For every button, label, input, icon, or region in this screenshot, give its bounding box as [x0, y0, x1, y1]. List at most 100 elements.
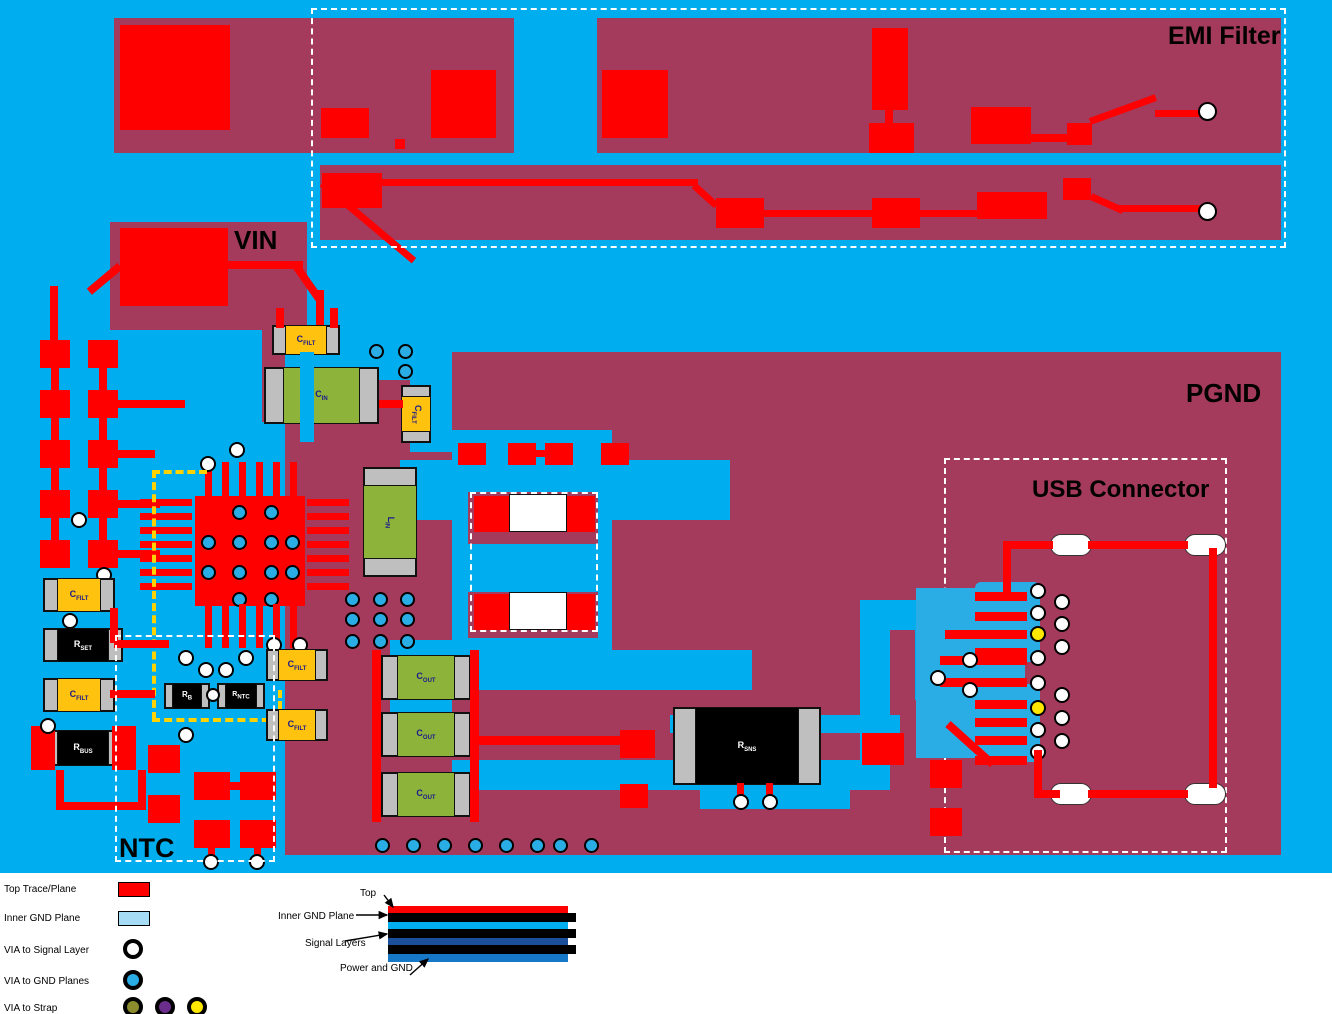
via-gnd-tp-10	[285, 565, 300, 580]
trace-usb-topleft-h	[1003, 541, 1053, 549]
trace-rsns-in	[478, 736, 628, 745]
component-terminal-right	[326, 326, 339, 354]
via-gnd-bottom-7	[553, 838, 568, 853]
stackup-layer-power-gnd	[388, 954, 568, 962]
ic-pin-b6	[290, 604, 297, 648]
stackup-layer-diel-2	[388, 929, 576, 938]
component-terminal-right	[256, 684, 264, 708]
via-signal-rbus	[40, 718, 56, 734]
usb-finger-8	[975, 718, 1027, 727]
via-gnd-grid-1	[345, 592, 360, 607]
usb-finger-5	[940, 656, 1027, 665]
component-terminal-right	[315, 710, 327, 740]
analog-boundary-right	[278, 690, 282, 720]
component-cfilt-5: CFILT	[266, 649, 328, 681]
stackup-layer-top	[388, 906, 568, 913]
region-label-usb-connector: USB Connector	[1032, 476, 1210, 503]
trace-cfilt1-l	[276, 308, 284, 328]
component-cfilt-4: CFILT	[43, 678, 115, 712]
usb-finger-4	[975, 648, 1027, 657]
component-lin: LIN	[363, 467, 417, 577]
pad-ntc-a	[148, 745, 180, 773]
via-gnd-tp-8	[232, 565, 247, 580]
trace-tp-out4	[115, 500, 160, 508]
via-signal-left-1	[71, 512, 87, 528]
pad-emi-j	[716, 198, 764, 228]
trace-usb-botleft-v	[1034, 750, 1042, 792]
component-terminal-right	[798, 708, 820, 784]
usb-mount-pad-tr	[1184, 534, 1226, 556]
pad-emi-d	[602, 70, 668, 138]
trace-left-vert-a	[110, 608, 118, 643]
component-terminal-left	[382, 713, 398, 756]
component-terminal-left	[382, 656, 398, 699]
component-terminal-bottom	[402, 431, 430, 442]
pad-emi-c	[321, 108, 369, 138]
usb-finger-7	[975, 700, 1027, 709]
trace-above-w	[534, 450, 548, 457]
via-gnd-grid-5	[373, 612, 388, 627]
via-gnd-above-1	[369, 344, 384, 359]
legend-label-via-signal: VIA to Signal Layer	[4, 945, 90, 956]
component-terminal-right	[454, 713, 470, 756]
pad-above-w2	[508, 443, 536, 465]
stackup-label-power-gnd: Power and GND	[340, 963, 413, 974]
via-gnd-tp-7	[201, 565, 216, 580]
region-label-vin: VIN	[234, 225, 278, 255]
region-outline-emi-filter	[311, 8, 1286, 248]
via-gnd-bottom-2	[406, 838, 421, 853]
ic-pin-t2	[222, 462, 229, 498]
usb-finger-9	[975, 736, 1027, 745]
pad-white-upper-l	[474, 496, 514, 532]
legend-via-gnd-icon	[123, 970, 143, 990]
via-signal-usb-left-2	[962, 682, 978, 698]
analog-boundary-top	[152, 470, 207, 474]
stackup-layer-diel-3	[388, 945, 576, 954]
via-signal-ntc-2	[249, 854, 265, 870]
ic-pin-l3	[140, 527, 192, 534]
ic-pin-r5	[307, 555, 349, 562]
via-gnd-grid-3	[400, 592, 415, 607]
legend-swatch-top-trace	[118, 882, 150, 897]
trace-usb-top	[1088, 541, 1188, 549]
trace-emi-2	[1030, 134, 1070, 142]
via-gnd-grid-6	[400, 612, 415, 627]
component-cout-2: COUT	[381, 712, 471, 757]
ic-pin-r4	[307, 541, 349, 548]
trace-tp-v1	[51, 365, 59, 545]
via-gnd-tp-4	[232, 535, 247, 550]
pad-emi-e	[872, 28, 908, 110]
component-terminal-right	[100, 579, 114, 611]
stackup-layer-signal	[388, 938, 568, 945]
trace-usb-right	[1209, 548, 1217, 788]
region-label-pgnd: PGND	[1186, 378, 1262, 408]
trace-emi-5	[919, 210, 979, 217]
pad-emi-dot	[395, 139, 405, 149]
via-gnd-bottom-8	[584, 838, 599, 853]
ic-pin-b2	[222, 604, 229, 648]
trace-cfilt4-out	[110, 690, 155, 698]
inner-under-cin	[300, 352, 314, 442]
trace-rset-out	[114, 640, 169, 648]
component-rb: RB	[164, 683, 210, 709]
ic-pin-r1	[307, 499, 349, 506]
via-signal-usb-r1	[1054, 594, 1070, 610]
pad-usb-left-b	[930, 808, 962, 836]
component-terminal-left	[44, 629, 58, 661]
stackup-layer-diel-1	[388, 913, 576, 922]
via-signal-usb-1	[1030, 583, 1046, 599]
component-body	[674, 708, 820, 784]
usb-mount-pad-tl	[1050, 534, 1092, 556]
via-gnd-grid-7	[345, 634, 360, 649]
trace-emi-1	[885, 110, 893, 128]
trace-ntc-mid	[228, 782, 242, 790]
trace-ntc-down-2	[254, 846, 261, 860]
pad-emi-m	[1063, 178, 1091, 200]
component-terminal-left	[44, 579, 58, 611]
component-terminal-top	[402, 386, 430, 397]
component-terminal-left	[265, 368, 284, 423]
pad-ntc-c	[194, 772, 230, 800]
via-signal-ic-t1	[200, 456, 216, 472]
stackup-layer-inner-gnd	[388, 922, 568, 929]
component-terminal-top	[364, 468, 416, 486]
